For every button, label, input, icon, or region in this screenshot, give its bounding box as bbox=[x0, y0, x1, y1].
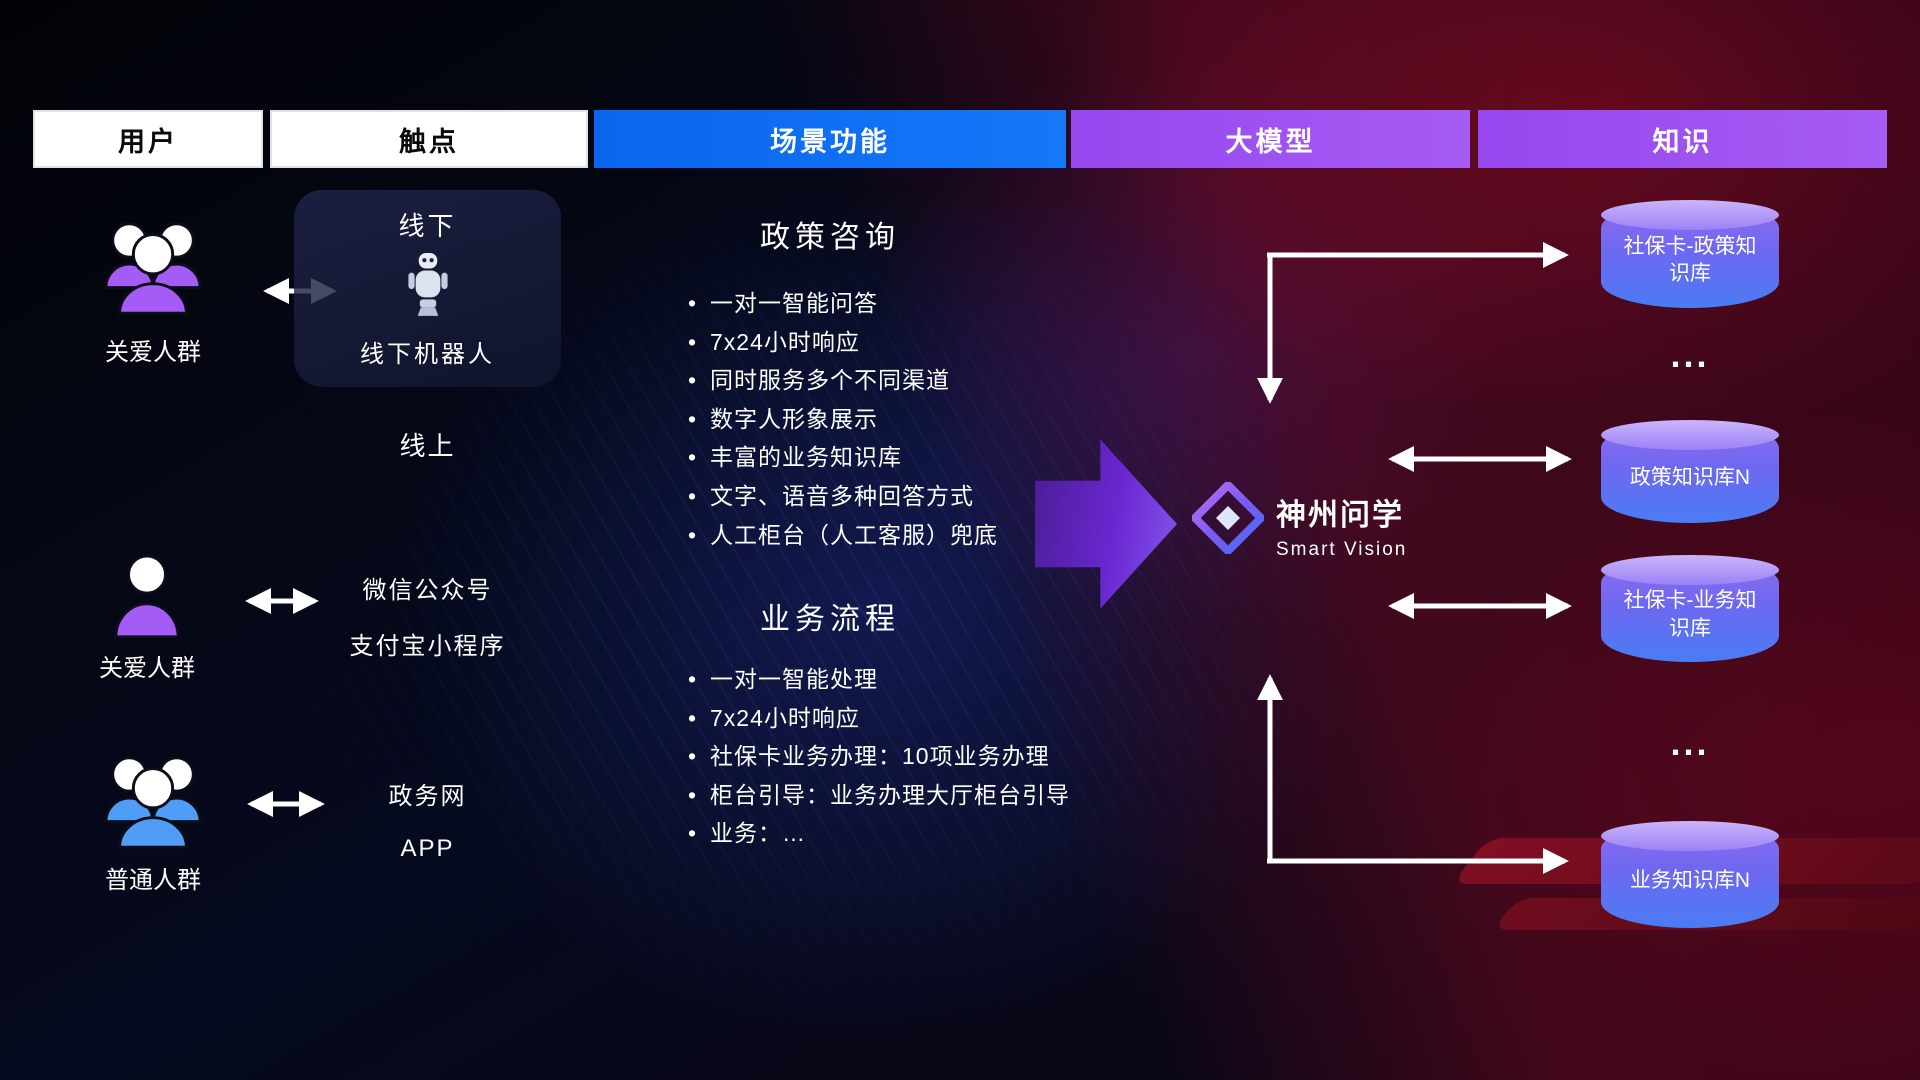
user-group-label: 普通人群 bbox=[105, 867, 201, 894]
model-name: 神州问学 bbox=[1276, 499, 1404, 532]
offline-title: 线下 bbox=[398, 211, 457, 241]
touchpoint-app: APP bbox=[400, 835, 455, 862]
list-item: 社保卡业务办理：10项业务办理 bbox=[680, 743, 1070, 771]
list-item: 同时服务多个不同渠道 bbox=[680, 367, 998, 395]
kb-cylinder-policy-ssc: 社保卡-政策知识库 bbox=[1601, 200, 1779, 308]
model-logo-block: 神州问学 Smart Vision bbox=[1189, 479, 1408, 561]
offline-touchpoint-card: 线下 线下机器人 bbox=[294, 190, 561, 387]
user-group-label: 关爱人群 bbox=[105, 339, 201, 366]
list-item: 一对一智能处理 bbox=[680, 666, 1070, 694]
kb-cylinder-business-n: 业务知识库N bbox=[1601, 821, 1779, 928]
robot-icon bbox=[405, 252, 451, 325]
policy-consult-list: 一对一智能问答 7x24小时响应 同时服务多个不同渠道 数字人形象展示 丰富的业… bbox=[680, 290, 998, 549]
offline-robot-label: 线下机器人 bbox=[360, 341, 495, 368]
model-subtitle: Smart Vision bbox=[1276, 539, 1408, 560]
list-item: 业务：… bbox=[680, 820, 1070, 848]
kb-label: 社保卡-政策知识库 bbox=[1623, 234, 1757, 285]
list-item: 7x24小时响应 bbox=[680, 329, 998, 357]
touchpoint-gov-web: 政务网 bbox=[388, 783, 467, 810]
group-people-blue-icon bbox=[94, 748, 212, 857]
list-item: 丰富的业务知识库 bbox=[680, 444, 998, 472]
group-people-purple-icon bbox=[94, 214, 212, 323]
single-person-purple-icon bbox=[110, 551, 184, 646]
column-header-model: 大模型 bbox=[1071, 110, 1470, 168]
kb-ellipsis: ... bbox=[1670, 722, 1710, 763]
list-item: 7x24小时响应 bbox=[680, 705, 1070, 733]
column-header-touchpoints: 触点 bbox=[270, 110, 588, 168]
kb-cylinder-business-ssc: 社保卡-业务知识库 bbox=[1601, 555, 1779, 662]
touchpoint-wechat: 微信公众号 bbox=[362, 577, 493, 604]
list-item: 数字人形象展示 bbox=[680, 406, 998, 434]
kb-label: 业务知识库N bbox=[1629, 868, 1751, 892]
column-header-scenarios: 场景功能 bbox=[594, 110, 1066, 168]
kb-label: 社保卡-业务知识库 bbox=[1623, 589, 1757, 640]
user-group-label: 关爱人群 bbox=[99, 655, 195, 682]
column-header-users: 用户 bbox=[33, 110, 263, 168]
policy-consult-title: 政策咨询 bbox=[760, 221, 900, 254]
business-process-title: 业务流程 bbox=[760, 603, 900, 636]
list-item: 柜台引导：业务办理大厅柜台引导 bbox=[680, 782, 1070, 810]
list-item: 人工柜台（人工客服）兜底 bbox=[680, 522, 998, 550]
kb-label: 政策知识库N bbox=[1629, 465, 1751, 489]
touchpoint-alipay: 支付宝小程序 bbox=[349, 633, 506, 660]
kb-cylinder-policy-n: 政策知识库N bbox=[1601, 420, 1779, 523]
list-item: 文字、语音多种回答方式 bbox=[680, 483, 998, 511]
kb-ellipsis: ... bbox=[1670, 334, 1710, 375]
column-header-knowledge: 知识 bbox=[1478, 110, 1887, 168]
list-item: 一对一智能问答 bbox=[680, 290, 998, 318]
business-process-list: 一对一智能处理 7x24小时响应 社保卡业务办理：10项业务办理 柜台引导：业务… bbox=[680, 666, 1070, 848]
smart-vision-logo-icon bbox=[1189, 479, 1267, 559]
online-title: 线上 bbox=[399, 431, 456, 461]
